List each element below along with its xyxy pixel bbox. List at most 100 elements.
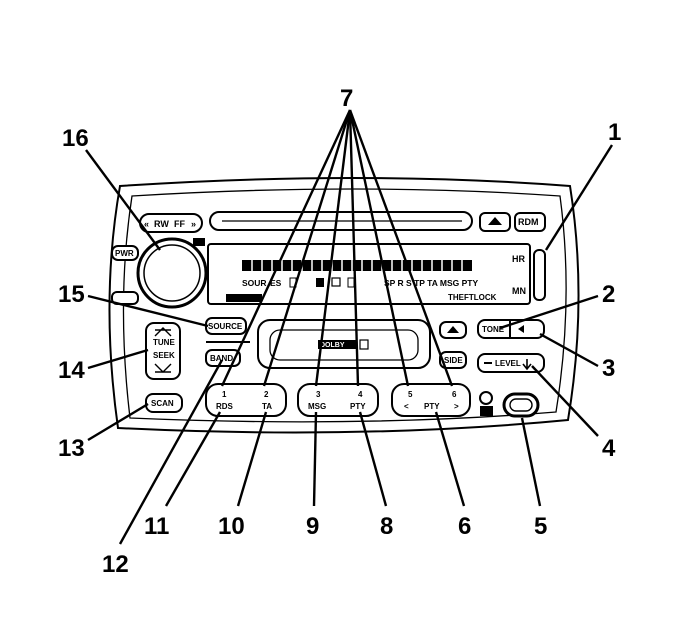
leader-6 (434, 411, 466, 507)
preset-2-number: 2 (264, 390, 269, 399)
cassette-eject-icon (447, 326, 459, 333)
side-button[interactable] (439, 351, 467, 369)
preset-3-number: 3 (316, 390, 321, 399)
source-label: SOURCE (208, 322, 243, 331)
callout-11: 11 (144, 513, 169, 540)
display-status-text: SP R S TP TA MSG PTY (384, 278, 478, 288)
ff-label: FF (174, 219, 185, 229)
radio-face-inner (122, 188, 567, 423)
tune-label: TUNE (153, 338, 175, 347)
rw-ff-left-arrow: « (144, 219, 149, 229)
leader-7b (262, 109, 352, 387)
pwr-label: PWR (115, 249, 134, 258)
leader-7c (314, 109, 352, 387)
callout-14: 14 (58, 357, 85, 384)
volume-knob-inner (143, 244, 201, 302)
pty-next-arrow-icon: > (454, 402, 459, 411)
preset-2-label: TA (262, 402, 272, 411)
level-down-arrow-icon (522, 359, 532, 371)
preset-1-2-button[interactable] (205, 383, 287, 417)
speaker-icon (518, 325, 524, 333)
callout-1: 1 (608, 119, 621, 146)
callout-8: 8 (380, 513, 393, 540)
cd-slot (209, 211, 473, 231)
eject-icon (488, 217, 502, 225)
preset-5-6-label: PTY (424, 402, 440, 411)
leader-10 (236, 411, 268, 507)
preset-3-label: MSG (308, 402, 326, 411)
preset-3-4-button[interactable] (297, 383, 379, 417)
brand-logo-left (226, 294, 262, 302)
leader-16 (85, 149, 161, 251)
leader-lines (85, 109, 614, 545)
pwr-button[interactable] (111, 245, 139, 261)
rw-label: RW (154, 219, 169, 229)
cd-aux-button-inner (509, 398, 533, 412)
cassette-door (257, 319, 431, 369)
display-window (207, 243, 531, 305)
leader-9 (312, 411, 318, 507)
rw-ff-right-arrow: » (191, 219, 196, 229)
seek-down-icon (154, 363, 172, 373)
leader-3 (539, 332, 599, 368)
level-label: LEVEL (495, 359, 521, 368)
seek-label: SEEK (153, 351, 175, 360)
info-button[interactable] (111, 291, 139, 305)
callout-4: 4 (602, 435, 616, 462)
theftlock-logo: THEFTLOCK (448, 293, 497, 302)
leader-4 (531, 365, 599, 437)
clock-set-button[interactable] (533, 249, 546, 301)
callout-7: 7 (340, 85, 353, 112)
side-label: SIDE (444, 356, 463, 365)
knob-indicator-icon (193, 238, 205, 246)
leader-15 (87, 294, 209, 328)
leader-12 (118, 359, 224, 545)
preset-1-label: RDS (216, 402, 234, 411)
radio-housing (108, 177, 580, 434)
preset-5-6-button[interactable] (391, 383, 471, 417)
leader-5 (520, 417, 542, 507)
callout-13: 13 (58, 435, 85, 462)
callout-16: 16 (62, 125, 89, 152)
rdm-button[interactable] (514, 212, 546, 232)
leader-2 (499, 294, 599, 330)
tone-label: TONE (482, 325, 505, 334)
leader-7f (348, 109, 454, 387)
leader-11 (164, 411, 222, 507)
display-es-text: ES (270, 278, 282, 288)
leader-7d (348, 109, 360, 387)
callout-2: 2 (602, 281, 615, 308)
preset-5-number: 5 (408, 390, 413, 399)
volume-knob[interactable] (136, 237, 208, 309)
clock-mn-label: MN (512, 286, 526, 296)
leader-1 (544, 144, 614, 251)
leader-14 (87, 348, 149, 370)
clock-hr-label: HR (512, 254, 525, 264)
scan-button[interactable] (145, 393, 183, 413)
callout-5: 5 (534, 513, 547, 540)
dolby-badge (318, 340, 356, 349)
pty-prev-arrow-icon: < (404, 402, 409, 411)
display-segment-bar (242, 260, 472, 271)
dolby-label: DOLBY (320, 342, 345, 349)
cassette-door-inner (269, 329, 419, 361)
band-label: BAND (210, 354, 233, 363)
callout-10: 10 (218, 513, 245, 540)
tune-up-icon (154, 327, 172, 337)
leader-13 (87, 402, 149, 442)
display-source-text: SOUR (242, 278, 267, 288)
preset-6-number: 6 (452, 390, 457, 399)
band-button[interactable] (205, 349, 241, 367)
preset-1-number: 1 (222, 390, 227, 399)
preset-4-label: PTY (350, 402, 366, 411)
leader-7e (348, 109, 410, 387)
preset-4-number: 4 (358, 390, 363, 399)
callout-15: 15 (58, 281, 85, 308)
leader-7a (220, 109, 352, 387)
rdm-label: RDM (518, 217, 539, 227)
callout-12: 12 (102, 551, 129, 578)
compact-disc-logo-icon (479, 391, 493, 416)
scan-label: SCAN (151, 399, 174, 408)
cd-aux-button[interactable] (502, 392, 540, 418)
